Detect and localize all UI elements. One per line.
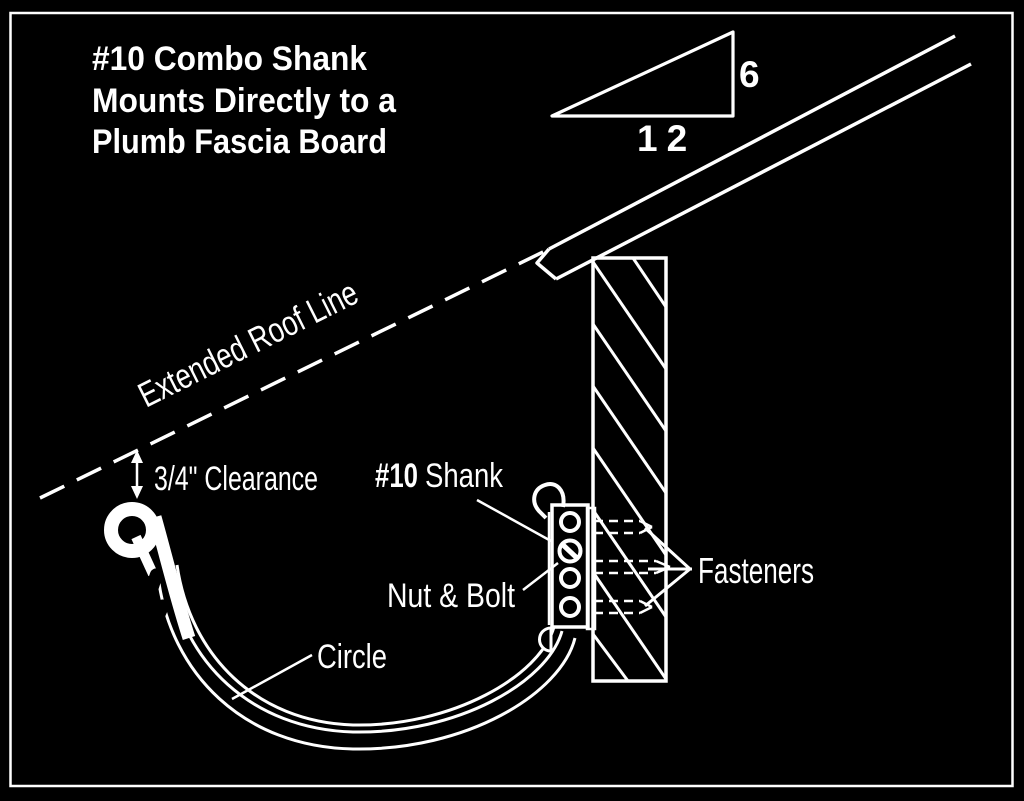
clearance-arrowhead-down	[131, 486, 143, 499]
bracket-hole-1	[559, 511, 581, 533]
clip-slot-lower	[150, 599, 170, 625]
shank-strap	[156, 575, 577, 751]
shank-bottom-hook	[538, 626, 553, 653]
title-line-1: #10 Combo Shank	[92, 40, 367, 78]
shank-word-label: Shank	[425, 457, 504, 495]
fasteners-label: Fasteners	[698, 550, 814, 591]
gutter-and-shank-strap	[156, 564, 577, 751]
title-block: #10 Combo Shank Mounts Directly to a Plu…	[92, 40, 397, 161]
clearance-label: 3/4" Clearance	[154, 460, 318, 498]
callouts: #10 Shank Nut & Bolt Circle Fasteners	[231, 457, 814, 701]
extended-roof-dashed-line	[39, 249, 546, 500]
roof-board-end-cut	[535, 247, 558, 281]
nut-and-bolt-leader-line	[522, 562, 559, 591]
fasteners-group	[594, 519, 692, 615]
extended-roof-line-label: Extended Roof Line	[132, 273, 364, 415]
clearance-dimension: 3/4" Clearance	[131, 450, 318, 499]
clearance-arrowhead-up	[131, 450, 143, 463]
shank-bracket	[532, 482, 597, 653]
bracket-plate	[550, 503, 590, 629]
pitch-rise-label: 6	[739, 54, 760, 95]
fastener-screw-top	[594, 519, 653, 535]
roof-board	[535, 34, 972, 281]
bolt-slot	[560, 542, 580, 561]
nut-and-bolt-label: Nut & Bolt	[387, 577, 515, 615]
clip-band	[148, 515, 196, 641]
bolt-head	[557, 538, 583, 564]
shank-number-label: #10	[375, 457, 418, 495]
bracket-hole-3	[559, 567, 581, 589]
fascia-board-outline	[591, 256, 668, 683]
bracket-hole-4	[559, 596, 581, 618]
title-line-2: Mounts Directly to a	[92, 82, 397, 120]
border-frame	[9, 11, 1014, 788]
fascia-hatching	[591, 257, 668, 682]
roof-board-bottom-edge	[555, 62, 972, 281]
pitch-triangle: 6 12	[550, 30, 760, 159]
pitch-run-label: 12	[637, 118, 696, 159]
bead-ring	[104, 502, 160, 558]
gutter-inner-wall	[175, 564, 556, 727]
shank-leader-line	[476, 498, 552, 543]
clip-slot-upper	[145, 568, 163, 596]
fascia-board	[591, 256, 668, 683]
bracket-back-strip	[585, 506, 597, 631]
circle-leader-line	[231, 653, 313, 701]
circle-label: Circle	[317, 638, 387, 676]
bead-curl-stem	[131, 534, 158, 577]
gutter-outer-wall	[167, 569, 564, 734]
roof-board-top-edge	[548, 34, 956, 251]
title-line-3: Plumb Fascia Board	[92, 123, 387, 161]
gutter-front-bead	[104, 502, 196, 641]
fastener-screw-bottom	[594, 599, 653, 615]
pitch-triangle-shape	[550, 30, 735, 118]
shank-top-hook	[532, 482, 566, 520]
